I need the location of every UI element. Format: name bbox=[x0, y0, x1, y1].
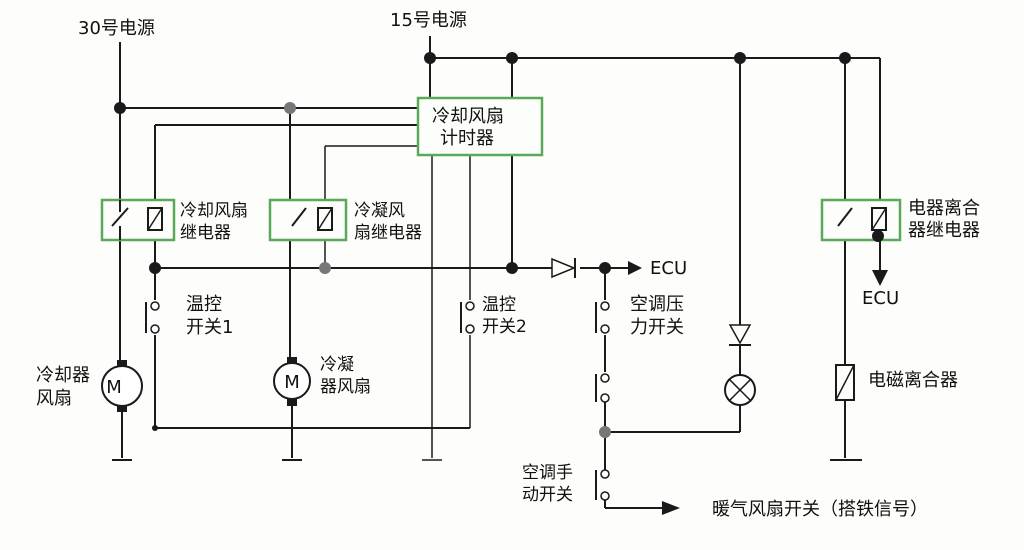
ac-manual-switch bbox=[595, 469, 610, 501]
relay1-label-2: 继电器 bbox=[180, 223, 231, 243]
heater-switch-label: 暖气风扇开关（搭铁信号） bbox=[712, 499, 928, 520]
thermo2-label-1: 温控 bbox=[482, 295, 516, 315]
cooler-fan-motor bbox=[101, 360, 143, 412]
relay-clutch bbox=[820, 198, 902, 242]
ac-pressure-label-2: 力开关 bbox=[630, 317, 684, 338]
heater-arrow bbox=[662, 501, 680, 515]
power15-label: 15号电源 bbox=[390, 10, 467, 31]
ecu-label-1: ECU bbox=[650, 258, 687, 279]
relay1-label-1: 冷却风扇 bbox=[180, 201, 248, 221]
relay3-label-2: 器继电器 bbox=[908, 220, 980, 241]
relay2-label-1: 冷凝风 bbox=[354, 201, 405, 221]
motor2-symbol: M bbox=[284, 372, 300, 393]
cooler-fan-label-1: 冷却器 bbox=[36, 365, 90, 386]
thermo2-label-2: 开关2 bbox=[482, 317, 527, 337]
wires bbox=[119, 36, 881, 509]
relay3-label-1: 电器离合 bbox=[908, 198, 980, 219]
ac-manual-label-1: 空调手 bbox=[522, 463, 573, 483]
ac-middle-switch bbox=[595, 373, 610, 403]
relay-condenser-fan bbox=[268, 198, 348, 242]
power30-label: 30号电源 bbox=[78, 18, 155, 39]
relay-cooling-fan bbox=[100, 198, 176, 242]
condenser-fan-label-2: 器风扇 bbox=[320, 377, 371, 397]
junction-dots bbox=[114, 52, 851, 438]
timer-label-1: 冷却风扇 bbox=[432, 106, 504, 127]
relay2-label-2: 扇继电器 bbox=[354, 223, 422, 243]
ac-manual-label-2: 动开关 bbox=[522, 485, 573, 505]
ecu-label-2: ECU bbox=[862, 288, 899, 309]
diode-ecu bbox=[551, 257, 642, 279]
motor1-symbol: M bbox=[106, 377, 122, 398]
condenser-fan-label-1: 冷凝 bbox=[320, 355, 354, 375]
timer-label-2: 计时器 bbox=[440, 128, 494, 149]
ecu-arrow-down bbox=[872, 240, 888, 286]
ac-pressure-label-1: 空调压 bbox=[630, 294, 684, 315]
thermo1-label-1: 温控 bbox=[186, 294, 222, 315]
condenser-fan-motor bbox=[273, 357, 311, 406]
thermo-switch-2 bbox=[460, 301, 475, 334]
cooler-fan-label-2: 风扇 bbox=[36, 388, 72, 409]
thermo-switch-1 bbox=[145, 301, 160, 334]
ac-pressure-switch bbox=[595, 301, 610, 334]
timer-box bbox=[416, 96, 544, 157]
clutch-label: 电磁离合器 bbox=[868, 370, 958, 391]
thermo1-label-2: 开关1 bbox=[186, 317, 233, 338]
lamp-diode bbox=[724, 324, 756, 406]
clutch-coil bbox=[835, 364, 855, 401]
